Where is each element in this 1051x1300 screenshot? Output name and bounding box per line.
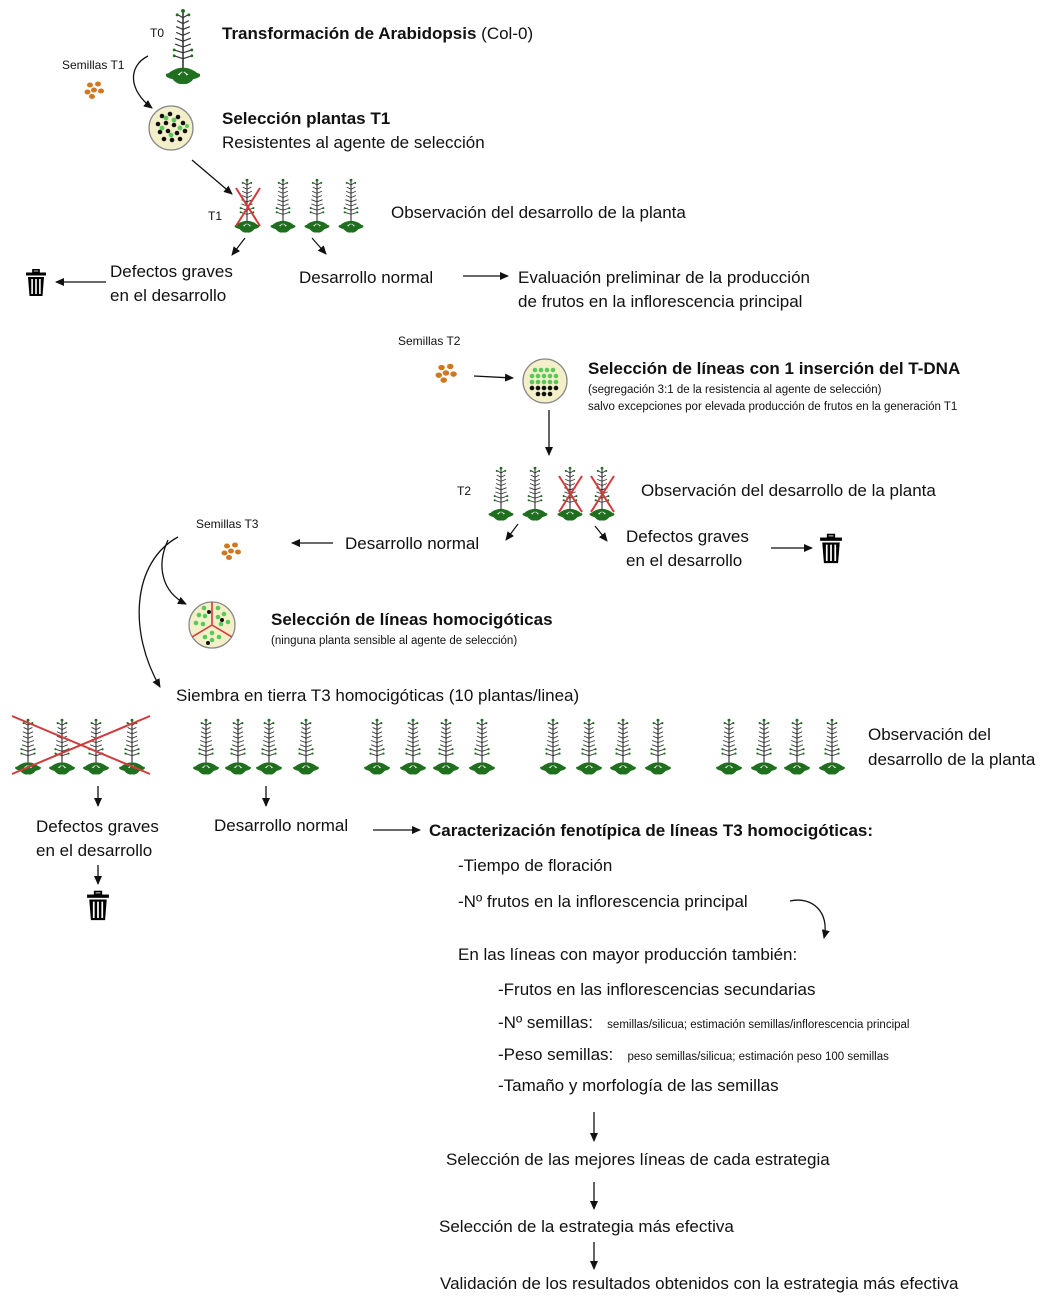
t1-plant-icon bbox=[303, 178, 331, 234]
t1-selection-title: Selección plantas T1 bbox=[222, 109, 391, 128]
most-effective-strategy: Selección de la estrategia más efectiva bbox=[439, 1217, 734, 1236]
t3-observation-line1: Observación del bbox=[868, 725, 991, 744]
t2-observation: Observación del desarrollo de la planta bbox=[641, 481, 936, 500]
t3-seeds-to-siembra-arrow bbox=[138, 536, 179, 688]
t3-seeds-to-plate-arrow bbox=[161, 539, 187, 605]
t3-plant-icon bbox=[362, 718, 392, 776]
seed-count: -Nº semillas: semillas/silicua; estimaci… bbox=[498, 1013, 909, 1033]
t2-selection-title: Selección de líneas con 1 inserción del … bbox=[588, 359, 961, 378]
t2-seeds-icon bbox=[435, 363, 457, 383]
transformation-step: Transformación de Arabidopsis (Col-0) bbox=[222, 24, 533, 44]
higher-production: En las líneas con mayor producción tambi… bbox=[458, 945, 798, 964]
t3-plant-icon bbox=[643, 718, 673, 776]
characterization-title: Caracterización fenotípica de líneas T3 … bbox=[429, 821, 874, 840]
trash-can-icon bbox=[25, 268, 47, 297]
t3-plant-icon bbox=[749, 718, 779, 776]
t3-plant-icon bbox=[608, 718, 638, 776]
t2-label: T2 bbox=[457, 484, 472, 498]
t2-seeds-arrow bbox=[473, 373, 514, 382]
validation: Validación de los resultados obtenidos c… bbox=[440, 1274, 959, 1293]
t1-discard-cross-icon bbox=[235, 187, 261, 227]
seed-weight: -Peso semillas: peso semillas/silicua; e… bbox=[498, 1045, 889, 1065]
t1-selection-subtitle: Resistentes al agente de selección bbox=[222, 133, 485, 152]
t3-plant-icon bbox=[817, 718, 847, 776]
secondary-fruits: -Frutos en las inflorescencias secundari… bbox=[498, 980, 816, 999]
t1-normal: Desarrollo normal bbox=[299, 268, 434, 287]
t1-seeds-icon bbox=[84, 81, 104, 99]
t1-plant-icon bbox=[337, 178, 365, 234]
t3-discard-cross-icon bbox=[11, 715, 151, 775]
t2-normal: Desarrollo normal bbox=[345, 534, 480, 553]
t3-plant-icon bbox=[574, 718, 604, 776]
homozygous-title: Selección de líneas homocigóticas bbox=[271, 610, 553, 629]
t2-normal-arrow bbox=[505, 523, 519, 541]
t2-selection-plate-icon bbox=[522, 358, 568, 404]
t3-plants-group bbox=[11, 715, 847, 776]
t2-defect-arrow bbox=[594, 525, 608, 542]
t2-plants-group bbox=[487, 466, 616, 522]
t3-defects-line1: Defectos graves bbox=[36, 817, 159, 836]
t3-plant-icon bbox=[714, 718, 744, 776]
t3-observation-line2: desarrollo de la planta bbox=[868, 750, 1036, 769]
seed-weight-label: -Peso semillas: bbox=[498, 1045, 614, 1064]
t3-plant-icon bbox=[467, 718, 497, 776]
best-lines: Selección de las mejores líneas de cada … bbox=[446, 1150, 830, 1169]
frutos-to-mayor-arrow bbox=[789, 899, 830, 939]
homozygous-selection-plate-icon bbox=[188, 601, 236, 649]
t3-plant-icon bbox=[47, 718, 77, 776]
t0-plant-icon bbox=[166, 8, 200, 86]
plate-to-t1-arrow bbox=[191, 159, 233, 195]
t3-plant-icon bbox=[782, 718, 812, 776]
t3-plant-icon bbox=[191, 718, 221, 776]
t2-plant-icon bbox=[521, 466, 549, 522]
t2-selection-segregation: (segregación 3:1 de la resistencia al ag… bbox=[588, 384, 882, 396]
t1-defects-line2: en el desarrollo bbox=[110, 286, 227, 305]
t1-label: T1 bbox=[208, 209, 223, 223]
trash-can-icon bbox=[86, 890, 110, 922]
t1-plant-icon bbox=[269, 178, 297, 234]
transformation-ecotype: (Col-0) bbox=[476, 24, 534, 43]
t3-seeds-label: Semillas T3 bbox=[196, 517, 259, 531]
t1-observation: Observación del desarrollo de la planta bbox=[391, 203, 686, 222]
seed-weight-detail: peso semillas/silicua; estimación peso 1… bbox=[627, 1051, 889, 1063]
t1-seeds-label: Semillas T1 bbox=[62, 58, 125, 72]
transformation-title: Transformación de Arabidopsis bbox=[222, 24, 477, 43]
t3-seeds-icon bbox=[221, 542, 241, 560]
t1-normal-arrow bbox=[311, 237, 327, 255]
t2-plant-icon bbox=[487, 466, 515, 522]
t3-plant-icon bbox=[291, 718, 321, 776]
t2-selection-exceptions: salvo excepciones por elevada producción… bbox=[588, 401, 958, 413]
t0-to-plate-arrow bbox=[132, 55, 153, 109]
t0-label: T0 bbox=[150, 26, 165, 40]
t1-evaluation-line2: de frutos en la inflorescencia principal bbox=[518, 292, 803, 311]
fruit-count: -Nº frutos en la inflorescencia principa… bbox=[458, 892, 748, 911]
t1-selection-plate-icon bbox=[148, 105, 194, 151]
t1-defects-line1: Defectos graves bbox=[110, 262, 233, 281]
homozygous-subtitle: (ninguna planta sensible al agente de se… bbox=[271, 635, 518, 647]
t3-plant-icon bbox=[431, 718, 461, 776]
t3-plant-icon bbox=[254, 718, 284, 776]
seed-count-label: -Nº semillas: bbox=[498, 1013, 593, 1032]
t2-defects-line2: en el desarrollo bbox=[626, 551, 743, 570]
t3-sowing: Siembra en tierra T3 homocigóticas (10 p… bbox=[176, 686, 580, 705]
t2-defects-line1: Defectos graves bbox=[626, 527, 749, 546]
seed-count-detail: semillas/silicua; estimación semillas/in… bbox=[607, 1019, 910, 1031]
t3-plant-icon bbox=[398, 718, 428, 776]
t1-defect-arrow bbox=[231, 237, 246, 256]
t3-plant-icon bbox=[223, 718, 253, 776]
t1-evaluation-line1: Evaluación preliminar de la producción bbox=[518, 268, 810, 287]
t3-normal: Desarrollo normal bbox=[214, 816, 349, 835]
seed-size: -Tamaño y morfología de las semillas bbox=[498, 1076, 779, 1095]
t2-seeds-label: Semillas T2 bbox=[398, 334, 461, 348]
t3-plant-icon bbox=[538, 718, 568, 776]
t3-defects-line2: en el desarrollo bbox=[36, 841, 153, 860]
t1-plants-group bbox=[233, 178, 365, 234]
flowering-time: -Tiempo de floración bbox=[458, 856, 613, 875]
t2-discard-cross-icon bbox=[558, 475, 615, 513]
trash-can-icon bbox=[819, 533, 843, 565]
